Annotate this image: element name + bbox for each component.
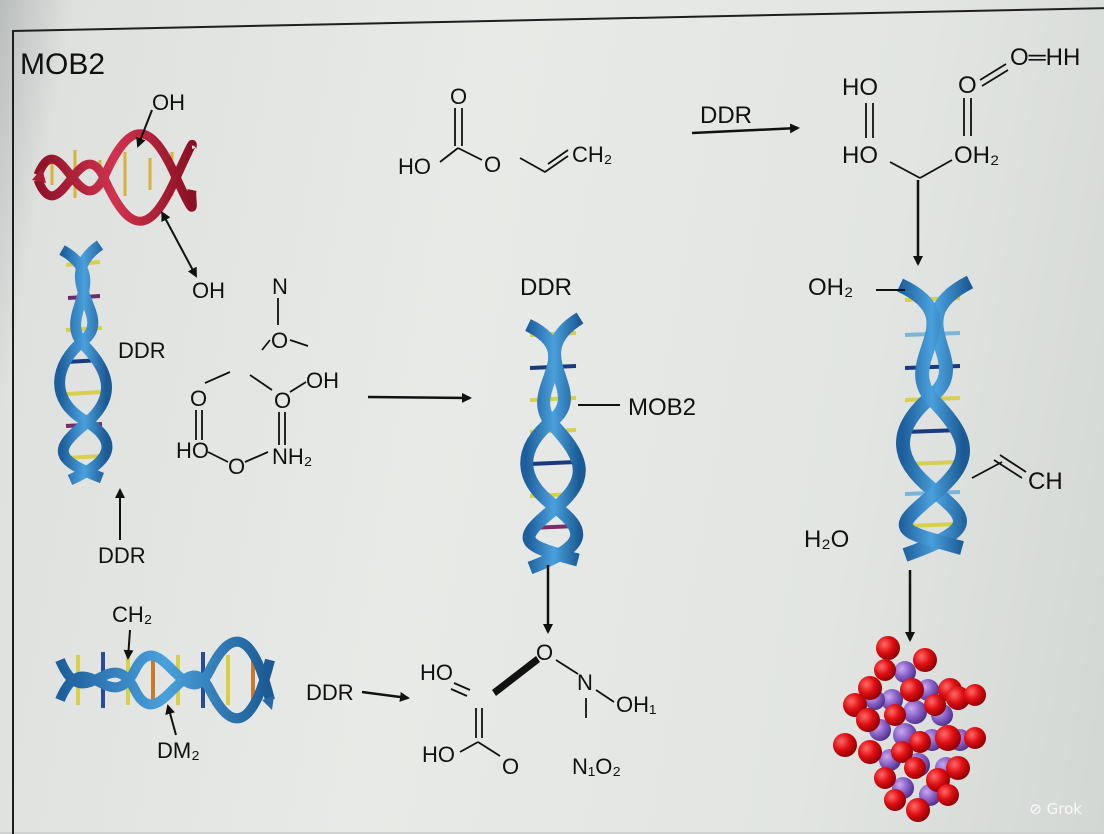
label-ring-nh2: NH₂ [272, 446, 312, 468]
label-ddr-left-helix: DDR [118, 340, 166, 362]
label-right-oh2: OH₂ [808, 276, 853, 300]
label-diol-ho1: HO [842, 76, 878, 100]
label-product-n: N [577, 672, 593, 694]
label-ring-o-bottom: O [228, 456, 245, 478]
label-mob2-center: MOB2 [628, 396, 696, 420]
red-dna-helix [32, 134, 192, 222]
carbonate-bonds [440, 108, 568, 172]
bottom-dna-helix [60, 642, 274, 719]
label-right-h2o: H₂O [804, 528, 849, 552]
label-ddr-top-arrow: DDR [700, 104, 752, 128]
label-ddr-bottom-arrow: DDR [306, 682, 354, 704]
label-carbonate-o-top: O [450, 86, 467, 108]
wedge-bond [492, 656, 540, 696]
label-oh-mid: OH [192, 280, 225, 302]
label-oh-top: OH [152, 92, 185, 114]
label-ring-o-right: O [274, 390, 291, 412]
label-diol-o: O [958, 74, 977, 98]
label-ring-oh: OH [306, 370, 339, 392]
left-dna-helix [60, 245, 107, 480]
label-carbonate-o: O [484, 154, 501, 176]
label-ddr-center: DDR [520, 276, 572, 300]
label-dm2-bottom: DM₂ [157, 740, 200, 762]
diagram-title: MOB2 [20, 50, 105, 80]
center-dna-helix [527, 318, 580, 568]
label-ddr-up-arrow: DDR [98, 545, 146, 567]
grok-watermark: ⊘ Grok [1029, 800, 1082, 818]
label-ring-o-top: O [271, 330, 288, 352]
right-dna-helix [900, 282, 970, 555]
label-product-o-top: O [536, 642, 553, 664]
label-carbonate-ho: HO [398, 156, 431, 178]
ring-bonds [196, 298, 308, 462]
molecule-cluster [833, 636, 986, 822]
label-product-no2: N₁O₂ [572, 756, 621, 778]
label-diol-ho2: HO [842, 144, 878, 168]
label-product-o-bottom: O [502, 756, 519, 778]
label-product-oh1: OH₁ [616, 694, 656, 716]
label-ring-n: N [272, 276, 288, 298]
label-diol-hh: O═HH [1010, 46, 1080, 70]
label-product-ho-bottom: HO [422, 744, 455, 766]
label-product-ho-top: HO [420, 662, 453, 684]
label-ring-o-left: O [190, 388, 207, 410]
label-right-ch: CH [1028, 470, 1063, 494]
label-vinyl-ch2: CH₂ [572, 144, 612, 166]
label-ch2-bottom: CH₂ [112, 604, 152, 626]
label-ring-ho: HO [176, 440, 209, 462]
label-diol-oh2: OH₂ [954, 144, 999, 168]
